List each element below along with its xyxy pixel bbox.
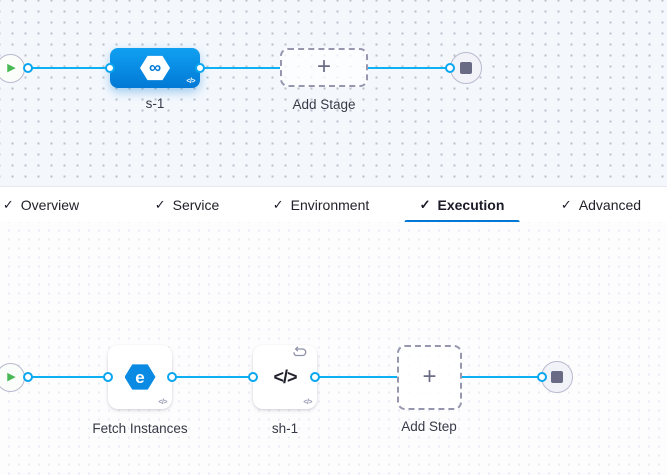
step-label: Fetch Instances	[92, 421, 188, 436]
edge-sh1-to-addstep	[315, 376, 397, 378]
connector-dot[interactable]	[23, 63, 33, 73]
add-stage-label: Add Stage	[292, 97, 356, 112]
edge-start-to-stage	[28, 67, 110, 69]
check-icon: ✓	[419, 197, 431, 212]
tab-label: Overview	[20, 197, 80, 213]
stage-config-tabbar: ✓ Overview ✓ Service ✓ Environment ✓ Exe…	[0, 186, 667, 223]
stage-node-s1[interactable]: ∞ </>	[110, 48, 200, 88]
edge-stage-to-addstage	[200, 67, 280, 69]
stage-label: s-1	[145, 96, 165, 111]
add-stage-button[interactable]: +	[280, 48, 368, 87]
connector-dot[interactable]	[103, 372, 113, 382]
connector-dot[interactable]	[248, 372, 258, 382]
pipeline-start-node: ▶	[0, 54, 25, 83]
code-yaml-icon: </>	[158, 399, 167, 406]
execution-graph-canvas[interactable]: ▶ e </> Fetch Instances </> </> sh-1 + A…	[0, 222, 667, 475]
check-icon: ✓	[272, 197, 284, 212]
tab-environment[interactable]: ✓ Environment	[258, 187, 385, 223]
stage-graph-canvas[interactable]: ▶ ∞ </> s-1 + Add Stage	[0, 0, 667, 186]
step-node-fetch-instances[interactable]: e </>	[108, 345, 172, 409]
step-label: sh-1	[271, 421, 299, 436]
code-yaml-icon: </>	[303, 399, 312, 406]
play-icon: ▶	[7, 62, 16, 74]
active-tab-underline	[404, 220, 520, 223]
edge-fetch-to-sh1	[172, 376, 253, 378]
elastigroup-e-hexagon-icon: e	[124, 364, 156, 390]
tab-service[interactable]: ✓ Service	[140, 187, 235, 223]
connector-dot[interactable]	[167, 372, 177, 382]
stop-icon	[460, 62, 472, 74]
edge-start-to-fetch	[28, 376, 108, 378]
connector-dot[interactable]	[23, 372, 33, 382]
plus-icon: +	[316, 52, 331, 80]
check-icon: ✓	[560, 197, 572, 212]
step-node-sh1[interactable]: </> </>	[253, 345, 317, 409]
play-icon: ▶	[7, 371, 16, 383]
tab-execution[interactable]: ✓ Execution	[404, 187, 520, 223]
add-step-button[interactable]: +	[397, 345, 462, 410]
connector-dot[interactable]	[310, 372, 320, 382]
connector-dot[interactable]	[195, 63, 205, 73]
pipeline-end-node	[450, 52, 482, 84]
check-icon: ✓	[154, 197, 166, 212]
shell-script-code-icon: </>	[273, 366, 297, 387]
tab-label: Advanced	[578, 197, 642, 213]
check-icon: ✓	[2, 197, 14, 212]
add-step-label: Add Step	[401, 419, 457, 434]
tab-label: Execution	[437, 197, 505, 213]
loop-strategy-icon	[291, 346, 308, 364]
edge-addstage-to-end	[368, 67, 450, 69]
stop-icon	[551, 371, 563, 383]
code-yaml-icon: </>	[186, 78, 195, 85]
tab-overview[interactable]: ✓ Overview	[0, 187, 94, 223]
cd-infinity-hexagon-icon: ∞	[140, 55, 170, 81]
connector-dot[interactable]	[445, 63, 455, 73]
tab-label: Environment	[290, 197, 370, 213]
tab-advanced[interactable]: ✓ Advanced	[546, 187, 656, 223]
edge-addstep-to-end	[462, 376, 542, 378]
execution-start-node: ▶	[0, 363, 25, 392]
plus-icon: +	[422, 362, 437, 390]
connector-dot[interactable]	[537, 372, 547, 382]
tab-label: Service	[172, 197, 220, 213]
connector-dot[interactable]	[105, 63, 115, 73]
